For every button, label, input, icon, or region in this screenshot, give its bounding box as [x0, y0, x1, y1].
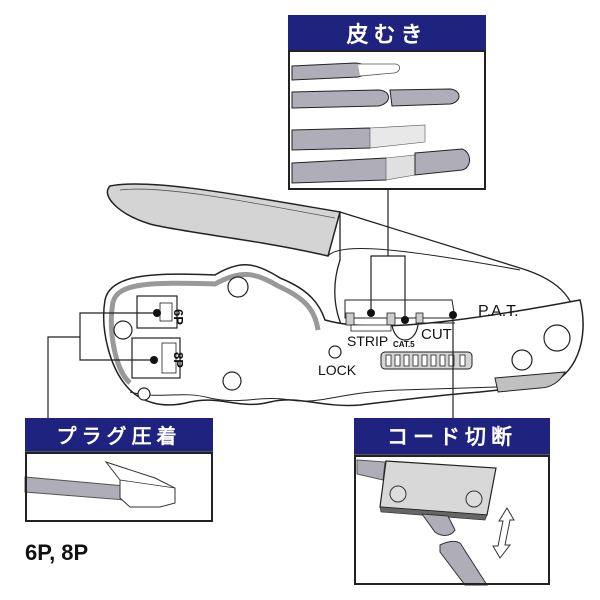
hole: [227, 276, 249, 298]
port-6p-label: 6P: [171, 309, 186, 325]
hole: [137, 387, 151, 401]
plug-crimp-panel: [25, 452, 213, 522]
stripping-cables: [291, 62, 470, 184]
port-8p-label: 8P: [171, 352, 186, 368]
plug-illustration: [24, 461, 176, 508]
upper-handle: [106, 183, 341, 257]
hole: [543, 324, 571, 352]
cord-cut-panel-header: コード切断: [354, 418, 550, 456]
strip-label: STRIP: [347, 333, 389, 349]
stripping-panel-title: 皮むき: [346, 22, 428, 48]
plug-types-caption: 6P, 8P: [25, 540, 89, 565]
hole: [113, 320, 133, 340]
plug-crimp-panel-title: プラグ圧着: [56, 424, 182, 448]
cut-illustration: [356, 459, 515, 586]
lock-label: LOCK: [318, 362, 357, 378]
stripping-panel: [288, 50, 486, 190]
cut-label: CUT: [421, 326, 452, 343]
plug-crimp-panel-header: プラグ圧着: [25, 418, 213, 453]
brand-label: P.A.T.: [478, 303, 519, 320]
stripping-panel-header: 皮むき: [288, 15, 486, 52]
cat5-label: CAT.5: [393, 340, 415, 349]
cord-cut-panel-title: コード切断: [387, 425, 517, 449]
lock-hole: [328, 345, 342, 359]
hole: [222, 371, 242, 391]
cord-cut-panel: [354, 455, 550, 585]
hole: [511, 349, 533, 371]
